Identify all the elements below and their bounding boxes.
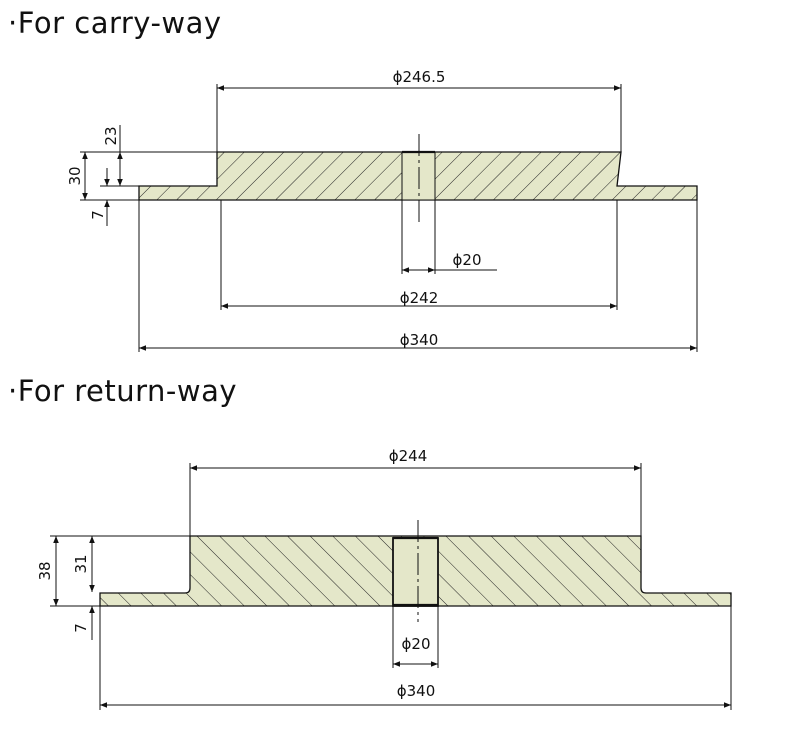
label-total-h: 30 [66, 166, 84, 185]
return-way-drawing: ϕ244 ϕ20 ϕ340 38 31 7 [36, 447, 732, 710]
label-total-h: 38 [36, 561, 54, 580]
label-bore: ϕ20 [402, 635, 431, 653]
carry-way-title: ·For carry-way [8, 6, 222, 40]
label-top-dia: ϕ244 [389, 447, 428, 465]
label-flange-h: 7 [89, 210, 107, 220]
return-way-title: ·For return-way [8, 374, 238, 408]
carry-way-drawing: ϕ246.5 ϕ20 ϕ242 ϕ340 30 23 7 [66, 68, 698, 352]
label-flange-h: 7 [72, 623, 90, 633]
label-flange-dia: ϕ340 [400, 331, 439, 349]
label-body-h: 31 [72, 554, 90, 573]
return-way-bore [392, 537, 439, 607]
label-bore: ϕ20 [453, 251, 482, 269]
label-flange-dia: ϕ340 [397, 682, 436, 700]
label-top-dia: ϕ246.5 [393, 68, 446, 86]
label-base-dia: ϕ242 [400, 289, 439, 307]
label-body-h: 23 [102, 126, 120, 145]
